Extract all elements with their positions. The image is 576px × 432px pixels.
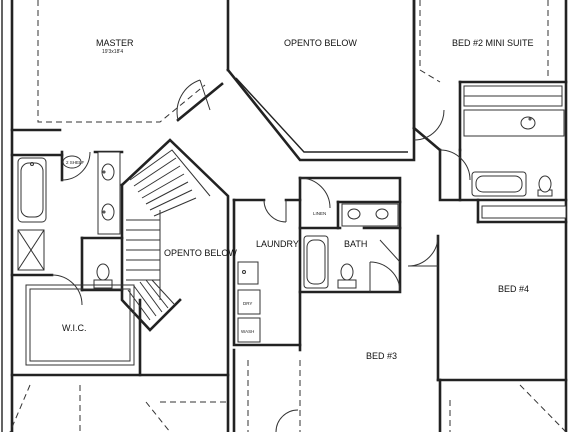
label-wic: W.I.C. [62, 323, 87, 333]
toilet [93, 279, 113, 289]
washer [237, 317, 261, 343]
tub [17, 157, 47, 223]
linen-label: LINEN [313, 211, 326, 216]
ceiling-lines [9, 0, 567, 432]
master-bath-fixtures: 2 SHELF [17, 151, 121, 306]
label-master-dims: 19'3x18'4 [102, 49, 123, 55]
label-bath: BATH [344, 239, 367, 249]
laundry-sink [237, 261, 259, 285]
dryer [237, 289, 261, 315]
hall-toilet [337, 279, 357, 289]
laundry-fixtures: DRY WASH LINEN [237, 177, 401, 343]
shelf [62, 155, 82, 169]
label-bed4: BED #4 [498, 284, 529, 294]
wic-shelving [25, 284, 135, 366]
stair [126, 79, 211, 321]
label-master: MASTER [96, 38, 134, 48]
wash-label: WASH [241, 329, 254, 334]
hall-vanity [341, 203, 399, 227]
bed2-tub [471, 171, 527, 197]
room-labels: MASTER 19'3x18'4 OPENTO BELOW BED #2 MIN… [62, 38, 534, 361]
bed2-vanity [463, 109, 565, 137]
label-bed3: BED #3 [366, 351, 397, 361]
label-open-top: OPENTO BELOW [284, 38, 357, 48]
bed2-fixtures [413, 85, 567, 219]
shelf-label: 2 SHELF [66, 160, 85, 165]
label-laundry: LAUNDRY [256, 239, 299, 249]
hall-tub [303, 235, 329, 289]
label-bed2: BED #2 MINI SUITE [452, 38, 534, 48]
label-open-stair: OPENTO BELOW [164, 248, 237, 258]
bedroom-doors [275, 235, 439, 432]
dry-label: DRY [243, 301, 252, 306]
